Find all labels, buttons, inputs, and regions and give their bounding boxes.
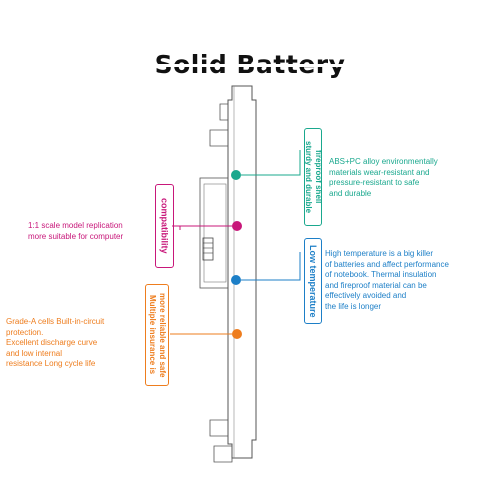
battery-outline — [227, 85, 257, 459]
battery-top-bump — [219, 103, 229, 121]
temp-label: Low temperature — [308, 244, 318, 318]
shell-marker-dot — [231, 170, 241, 180]
cells-label-line2: more reliable and safe — [158, 292, 167, 378]
compat-leader-line — [179, 225, 232, 230]
compat-label-box: compatibility — [155, 184, 174, 268]
compat-label: compatibility — [159, 198, 170, 254]
shell-leader-line — [241, 150, 301, 176]
shell-label-line1: sturdy and durable — [304, 140, 313, 213]
shell-description: ABS+PC alloy environmentally materials w… — [329, 157, 438, 198]
compat-marker-dot — [232, 221, 242, 231]
title-strike-line — [128, 64, 353, 67]
temp-label-box: Low temperature — [304, 238, 322, 324]
battery-bottom-bump — [213, 445, 233, 463]
temp-leader-line — [241, 252, 301, 281]
cells-description: Grade-A cells Built-in-circuit protectio… — [6, 317, 105, 368]
battery-contacts — [202, 237, 214, 261]
temp-marker-dot — [231, 275, 241, 285]
compat-description: 1:1 scale model replication more suitabl… — [28, 221, 124, 241]
cells-label-line1: Multiple insurance is — [148, 295, 157, 375]
cells-label-box: Multiple insurance is more reliable and … — [145, 284, 169, 386]
shell-label-line2: fireproof shell — [314, 150, 323, 204]
battery-connector — [199, 177, 229, 289]
battery-bottom-notch — [209, 419, 229, 437]
battery-top-notch — [209, 129, 229, 147]
cells-marker-dot — [232, 329, 242, 339]
temp-description: High temperature is a big killer of batt… — [325, 249, 449, 311]
battery-connector-inner — [203, 183, 227, 283]
shell-label-box: sturdy and durable fireproof shell — [304, 128, 323, 226]
